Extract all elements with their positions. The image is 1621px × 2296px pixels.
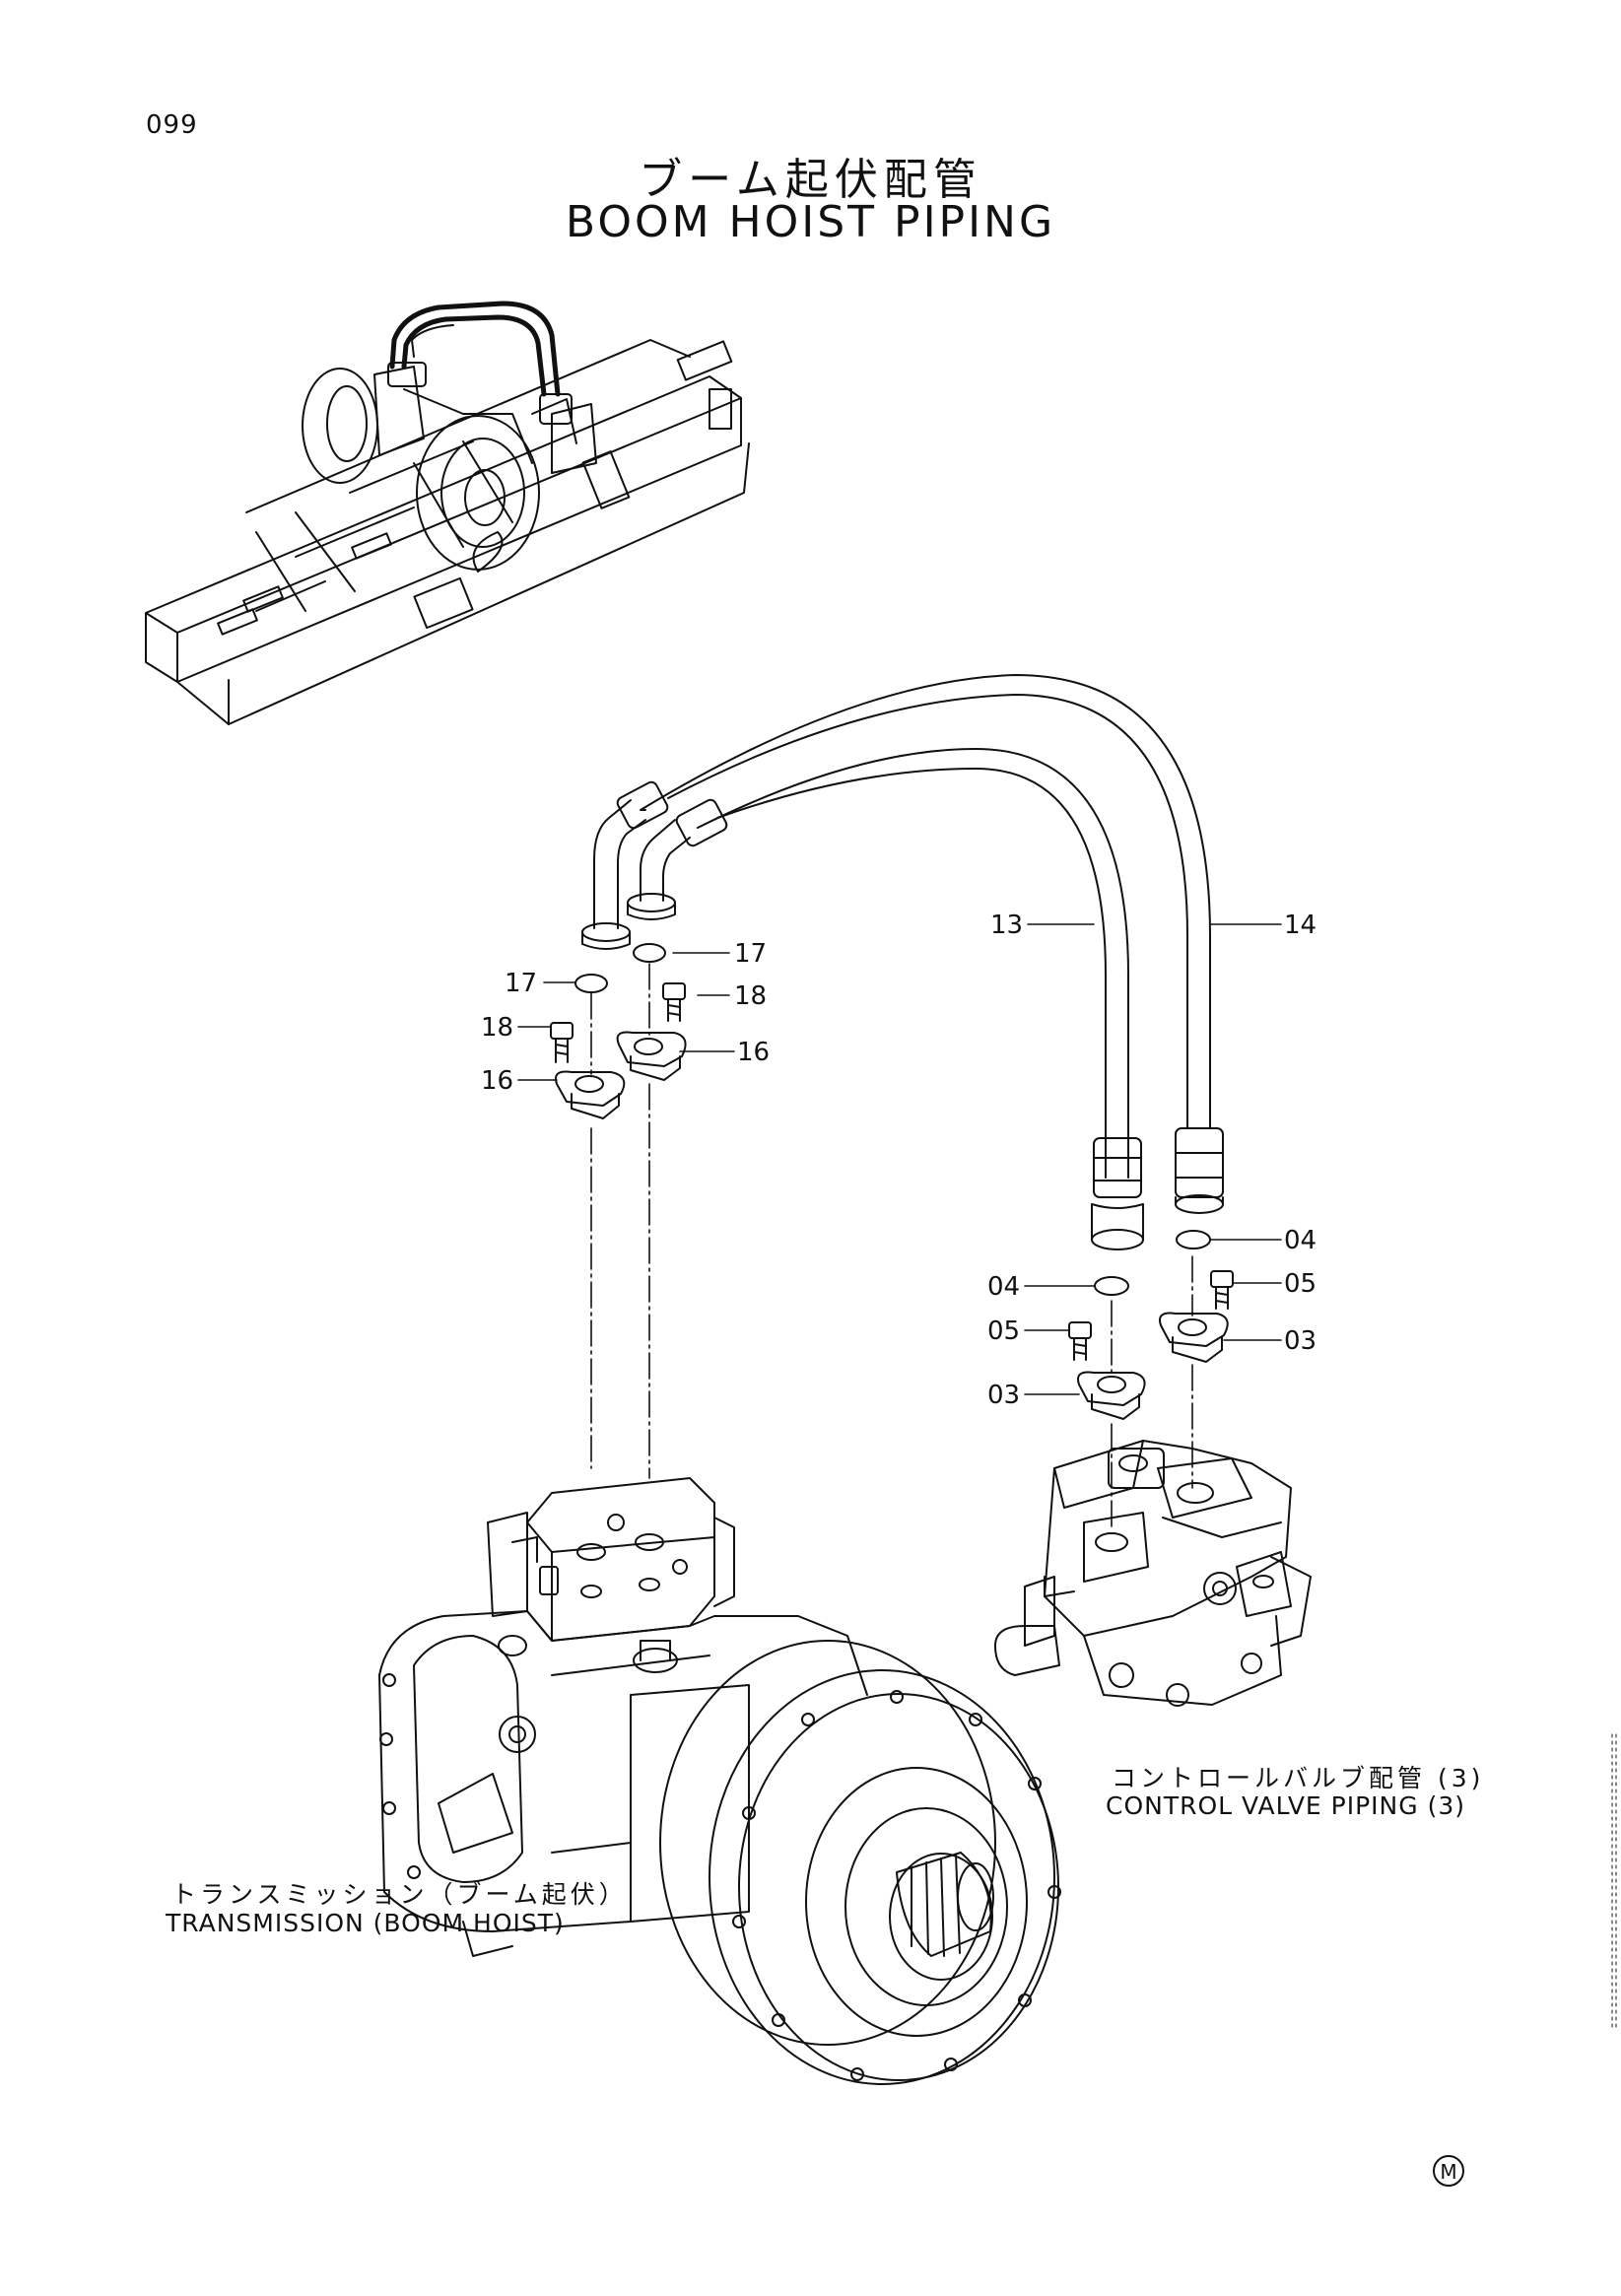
callout-05-left: 05	[987, 1317, 1020, 1346]
bolt-05-right	[1210, 1270, 1234, 1310]
callout-03-right: 03	[1284, 1326, 1317, 1356]
callout-05-right: 05	[1284, 1269, 1317, 1299]
transmission-label-en: TRANSMISSION (BOOM HOIST)	[166, 1909, 565, 1937]
callout-03-left: 03	[987, 1381, 1020, 1410]
fittings-parts	[550, 943, 1234, 1420]
control-valve-drawing	[994, 1440, 1312, 1707]
transmission-label-jp: トランスミッション（ブーム起伏）	[171, 1880, 628, 1909]
callout-04-left: 04	[987, 1272, 1020, 1302]
hose-assembly	[581, 674, 1224, 1250]
callout-16-right: 16	[737, 1038, 770, 1067]
callout-16-left: 16	[481, 1066, 513, 1096]
callout-14: 14	[1284, 911, 1317, 940]
callout-17-right: 17	[734, 939, 767, 969]
bolt-18-left	[550, 1022, 574, 1063]
mark-letter: M	[1440, 2160, 1456, 2184]
flange-03-right	[1159, 1312, 1229, 1363]
callout-18-left: 18	[481, 1013, 513, 1043]
bolt-05-left	[1068, 1321, 1092, 1361]
callout-numbers: 13 14 17 17 18 18 16 16 04 04 05 05 03 0…	[481, 911, 1317, 1410]
control-valve-label-jp: コントロールバルブ配管 (3)	[1112, 1764, 1485, 1792]
title-english: BOOM HOIST PIPING	[565, 197, 1056, 247]
bolt-18-right	[662, 982, 686, 1022]
callout-18-right: 18	[734, 981, 767, 1011]
flange-16-right	[616, 1031, 687, 1081]
callout-leaders	[517, 923, 1282, 1395]
flange-03-left	[1077, 1371, 1146, 1420]
callout-13: 13	[990, 911, 1023, 940]
margin-marks	[1611, 1733, 1617, 2031]
flange-16-left	[555, 1070, 626, 1119]
callout-17-left: 17	[505, 969, 537, 998]
chassis-inset-drawing	[145, 301, 750, 725]
circled-m-mark: M	[1433, 2155, 1464, 2187]
page-number: 099	[146, 110, 198, 140]
callout-04-right: 04	[1284, 1226, 1317, 1255]
title-japanese: ブーム起伏配管	[639, 155, 982, 205]
transmission-drawing	[378, 1477, 1061, 2085]
assembly-guide-lines	[590, 963, 1193, 1528]
control-valve-label-en: CONTROL VALVE PIPING (3)	[1106, 1791, 1465, 1820]
